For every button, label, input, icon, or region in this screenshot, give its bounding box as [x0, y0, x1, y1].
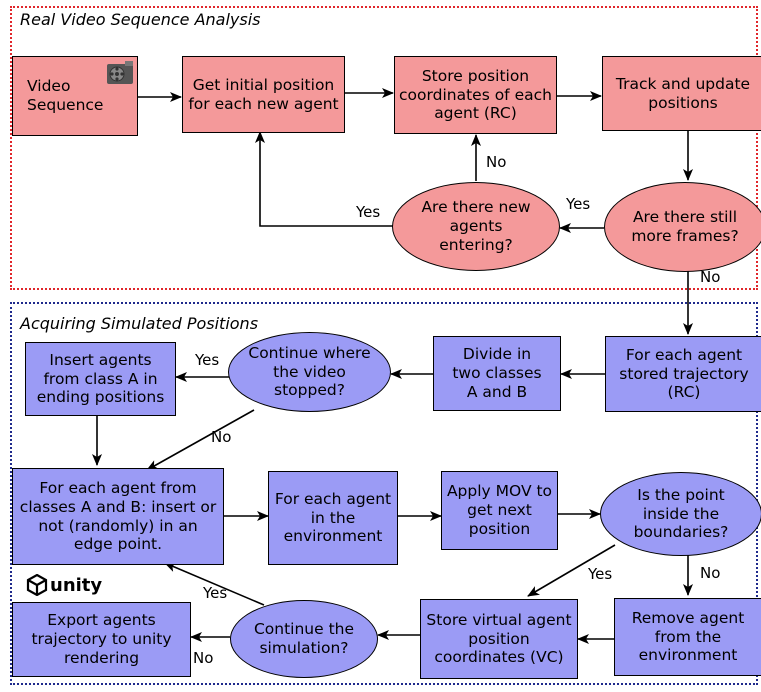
store-rc-label: Store position coordinates of each agent…: [399, 66, 552, 123]
apply-mov-box: Apply MOV to get next position: [441, 471, 558, 550]
store-vc-label: Store virtual agent position coordinates…: [426, 610, 572, 667]
new-agents-decision: Are there new agents entering?: [392, 182, 560, 271]
remove-agent-box: Remove agent from the environment: [614, 598, 761, 676]
continue-simulation-label: Continue the simulation?: [253, 620, 355, 657]
remove-agent-label: Remove agent from the environment: [631, 608, 745, 665]
for-each-stored-box: For each agent stored trajectory (RC): [605, 336, 761, 412]
inside-boundaries-decision: Is the point inside the boundaries?: [600, 472, 761, 556]
get-initial-position-box: Get initial position for each new agent: [182, 56, 345, 133]
store-vc-box: Store virtual agent position coordinates…: [420, 599, 578, 679]
edge-label-yes-inside: Yes: [588, 565, 613, 583]
edge-label-no-inside: No: [700, 564, 721, 582]
video-sequence-label: Video Sequence: [27, 77, 104, 114]
export-agents-box: Export agents trajectory to unity render…: [12, 602, 191, 677]
arrow-new-to-initial: [255, 131, 393, 227]
edge-label-no-more-frames: No: [700, 268, 721, 286]
new-agents-label: Are there new agents entering?: [421, 198, 531, 254]
arrow-inside-to-vc: [527, 544, 616, 597]
edge-label-no-new-agents: No: [486, 153, 507, 171]
get-initial-position-label: Get initial position for each new agent: [188, 75, 339, 113]
film-reel-icon: [107, 61, 133, 84]
inside-boundaries-label: Is the point inside the boundaries?: [633, 485, 729, 542]
continue-video-label: Continue where the video stopped?: [248, 343, 371, 400]
more-frames-label: Are there still more frames?: [631, 208, 739, 245]
edge-label-yes-new-agents: Yes: [356, 203, 381, 221]
track-update-box: Track and update positions: [602, 56, 761, 131]
for-each-env-label: For each agent in the environment: [274, 489, 392, 546]
insert-class-a-label: Insert agents from class A in ending pos…: [36, 350, 165, 407]
unity-logo-icon: [26, 574, 48, 596]
arrow-continue-to-ab-yes: [164, 562, 265, 606]
track-update-label: Track and update positions: [615, 74, 751, 112]
store-rc-box: Store position coordinates of each agent…: [394, 56, 557, 134]
simulated-positions-section: [10, 302, 758, 685]
apply-mov-label: Apply MOV to get next position: [446, 482, 553, 538]
unity-logo-text: unity: [50, 574, 103, 596]
for-each-env-box: For each agent in the environment: [268, 471, 398, 565]
divide-classes-label: Divide in two classes A and B: [452, 345, 542, 401]
export-agents-label: Export agents trajectory to unity render…: [31, 611, 172, 667]
for-each-stored-label: For each agent stored trajectory (RC): [619, 345, 749, 402]
top-section-title: Real Video Sequence Analysis: [20, 10, 261, 29]
for-each-ab-box: For each agent from classes A and B: ins…: [12, 468, 224, 565]
divide-classes-box: Divide in two classes A and B: [433, 336, 561, 411]
edge-label-yes-more-frames: Yes: [566, 195, 591, 213]
edge-label-yes-continue-sim: Yes: [203, 584, 228, 602]
real-video-section: [10, 6, 758, 290]
more-frames-decision: Are there still more frames?: [604, 182, 761, 272]
edge-label-no-continue-sim: No: [193, 649, 214, 667]
edge-label-yes-continue-video: Yes: [195, 351, 220, 369]
bottom-section-title: Acquiring Simulated Positions: [20, 314, 259, 333]
unity-logo: unity: [26, 574, 102, 596]
arrow-continue-to-ab: [146, 409, 255, 471]
insert-class-a-box: Insert agents from class A in ending pos…: [25, 342, 176, 416]
for-each-ab-label: For each agent from classes A and B: ins…: [19, 478, 217, 554]
continue-simulation-decision: Continue the simulation?: [230, 600, 378, 678]
edge-label-no-continue-video: No: [211, 428, 232, 446]
continue-video-decision: Continue where the video stopped?: [228, 332, 391, 412]
